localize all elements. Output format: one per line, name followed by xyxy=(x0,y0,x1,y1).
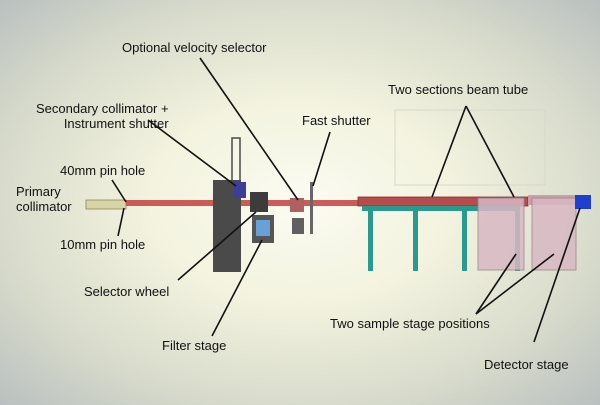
shutter-frame xyxy=(231,137,241,183)
support-frame xyxy=(362,206,520,211)
sample-stage-position-1 xyxy=(477,197,525,271)
selector-wheel-label: Selector wheel xyxy=(84,284,170,299)
leader-sample-2 xyxy=(475,253,555,315)
detector-stage-part xyxy=(575,195,591,209)
leader-fast-shutter xyxy=(312,131,331,187)
fast-shutter-part xyxy=(310,182,313,234)
primary-collimator-label: Primary collimator xyxy=(16,184,72,214)
leader-40mm xyxy=(111,179,127,203)
sample-positions-label: Two sample stage positions xyxy=(330,316,490,331)
selector-wheel-part xyxy=(250,192,268,212)
pinhole-40mm-label: 40mm pin hole xyxy=(60,163,146,178)
leader-filter-stage xyxy=(211,239,263,337)
support-leg-1 xyxy=(368,211,373,271)
detector-stage-label: Detector stage xyxy=(484,357,569,372)
pinhole-10mm-label: 10mm pin hole xyxy=(60,237,146,252)
leader-selector-wheel xyxy=(177,211,257,281)
leader-sample-1 xyxy=(475,253,517,315)
beam-line xyxy=(126,200,366,206)
leader-lines xyxy=(111,57,581,343)
beam-tube-label: Two sections beam tube xyxy=(388,82,529,97)
velocity-selector-label: Optional velocity selector xyxy=(122,40,267,55)
velocity-selector-part xyxy=(290,198,304,212)
leader-secondary xyxy=(147,119,237,187)
support-leg-2 xyxy=(413,211,418,271)
leader-10mm xyxy=(117,207,125,237)
sample-stage-position-2 xyxy=(531,197,577,271)
fast-shutter-label: Fast shutter xyxy=(302,113,371,128)
velocity-selector-base xyxy=(292,218,304,234)
primary-collimator-part xyxy=(85,199,127,210)
filter-stage-label: Filter stage xyxy=(162,338,227,353)
beam-tube-section-1 xyxy=(357,196,479,207)
secondary-collimator-label: Secondary collimator + Instrument shutte… xyxy=(36,101,169,131)
filter-element xyxy=(256,220,270,236)
support-leg-3 xyxy=(462,211,467,271)
leader-tube-1 xyxy=(431,105,467,198)
shutter-part xyxy=(234,182,246,198)
leader-velocity xyxy=(199,57,299,201)
background-ghost xyxy=(394,109,546,186)
leader-tube-2 xyxy=(465,105,515,198)
leader-detector xyxy=(533,207,581,343)
